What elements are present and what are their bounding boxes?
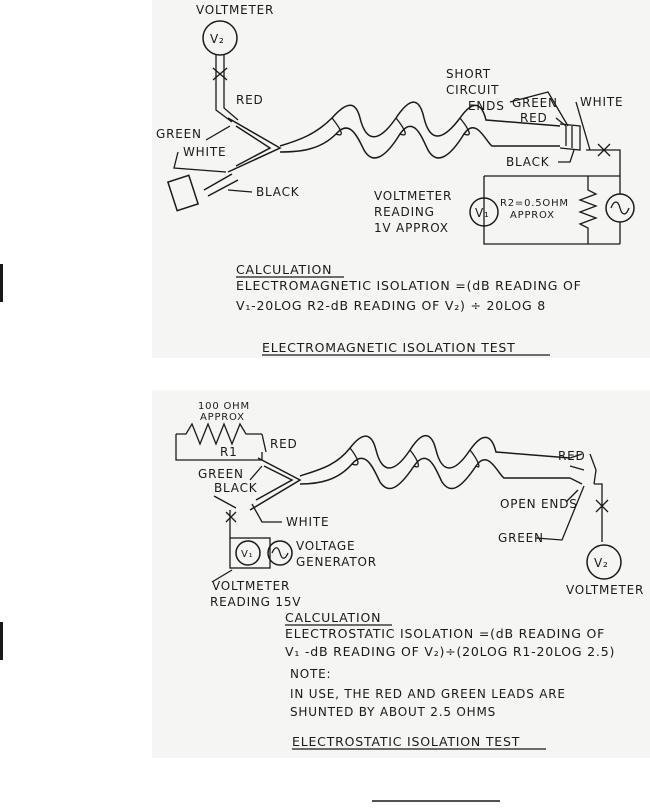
short-circuit-link [559, 123, 581, 151]
sine-wave-icon [610, 201, 630, 215]
resistor-100-label: 100 OHM [198, 401, 250, 412]
resistor-r1-icon [176, 422, 262, 446]
lead-twist-icon [212, 67, 228, 81]
white-end-label: WHITE [580, 95, 623, 109]
white-end-leader [575, 101, 591, 151]
calc-line-2a: ELECTROSTATIC ISOLATION =(dB READING OF [285, 626, 605, 641]
note-heading: NOTE: [290, 667, 331, 681]
resistor-r2-icon [578, 176, 598, 244]
v2-top-symbol: V₂ [210, 32, 225, 46]
calc-heading-1: CALCULATION [236, 262, 332, 277]
circuit-label: CIRCUIT [446, 83, 499, 97]
red-label-2: RED [270, 437, 298, 451]
voltmeter-label-2: VOLTMETER [566, 583, 644, 597]
v2-lead [594, 483, 609, 542]
resistor-approx-label: APPROX [200, 412, 245, 423]
twisted-cable-top [279, 101, 561, 147]
reading-leader [211, 569, 233, 583]
red-end-label-2: RED [558, 449, 586, 463]
calc-line-1a: ELECTROMAGNETIC ISOLATION =(dB READING O… [236, 278, 582, 293]
electrostatic-diagram: 100 OHM APPROX R1 RED GREEN BLACK WHITE … [152, 390, 650, 758]
margin-bar-2 [0, 622, 3, 660]
voltmeter-v2-top-icon [202, 20, 238, 56]
diagram1-title: ELECTROMAGNETIC ISOLATION TEST [262, 340, 516, 355]
voltmeter-reading-label: VOLTMETER [374, 189, 452, 203]
diagram2-panel [152, 390, 650, 758]
cable-splitter-2 [249, 457, 302, 511]
loop-lead-right [586, 149, 621, 176]
calc-heading-2: CALCULATION [285, 610, 381, 625]
reading-label: READING [374, 205, 435, 219]
short-leader [509, 91, 569, 127]
open-wire-ends [569, 453, 585, 485]
white-leader-2 [251, 503, 282, 523]
red-label: RED [236, 93, 264, 107]
black-label: BLACK [256, 185, 300, 199]
short-circuit-strands [565, 126, 573, 148]
twist-joins-2 [349, 447, 480, 468]
calc-line-2b: V₁ -dB READING OF V₂)÷(20LOG R1-20LOG 2.… [285, 644, 615, 659]
r1-to-red-lead [261, 433, 267, 453]
black-end-label: BLACK [506, 155, 550, 169]
cable-splitter [227, 117, 282, 173]
white-label: WHITE [183, 145, 226, 159]
voltmeter-lead-right [223, 55, 239, 121]
green-leader [205, 125, 231, 141]
white-label-2: WHITE [286, 515, 329, 529]
ends-label: ENDS [468, 99, 505, 113]
cable-splitter-inner [235, 125, 272, 167]
red-end-leader [555, 117, 567, 127]
black-end-leader [558, 149, 575, 163]
sine-wave-icon-2 [271, 547, 289, 559]
black-label-2: BLACK [214, 481, 258, 495]
voltmeter-v1-icon [469, 197, 499, 227]
reading-15v-label: READING 15V [210, 595, 301, 609]
r1-label: R1 [220, 445, 238, 459]
green-end-leader-2 [535, 485, 585, 541]
voltmeter-v2-icon [586, 544, 622, 580]
open-ends-label: OPEN ENDS [500, 497, 578, 511]
diagram1-panel [152, 0, 650, 358]
short-label: SHORT [446, 67, 491, 81]
generator-label: GENERATOR [296, 555, 377, 569]
v1-lead [225, 510, 237, 538]
black-lead [203, 173, 239, 197]
green-label: GREEN [156, 127, 202, 141]
r1-loop [175, 434, 263, 461]
v1-symbol-2: V₁ [241, 549, 253, 560]
voltmeter-v1-icon-2 [235, 540, 261, 566]
plug-icon [166, 174, 200, 212]
note-line-2: SHUNTED BY ABOUT 2.5 OHMS [290, 705, 496, 719]
cable-splitter-inner-2 [255, 465, 294, 501]
loop-twist-icon [597, 143, 611, 157]
black-leader [227, 189, 253, 193]
voltmeter-lead-left [215, 55, 233, 123]
voltmeter-reading-label-2: VOLTMETER [212, 579, 290, 593]
open-ends-leader [565, 489, 579, 503]
note-line-1: IN USE, THE RED AND GREEN LEADS ARE [290, 687, 566, 701]
v1-symbol: V₁ [475, 206, 490, 220]
white-leader [173, 151, 227, 173]
r2-approx-label: APPROX [510, 210, 555, 221]
reading-value: 1V APPROX [374, 221, 449, 235]
twist-joins [331, 117, 470, 136]
green-label-2: GREEN [198, 467, 244, 481]
voltage-label: VOLTAGE [296, 539, 355, 553]
v1-generator-loop [229, 537, 271, 569]
green-end-label-2: GREEN [498, 531, 544, 545]
green-black-leaders [213, 465, 263, 509]
v2-symbol: V₂ [594, 556, 609, 570]
calc-line-1b: V₁-20LOG R2-dB READING OF V₂) ÷ 20LOG 8 [236, 298, 546, 313]
electromagnetic-diagram: VOLTMETER V₂ RED GREEN WHITE BLACK SHORT… [152, 0, 650, 358]
green-end-label: GREEN [512, 96, 558, 110]
voltage-generator-icon [267, 540, 293, 566]
twisted-cable-top-2 [299, 435, 571, 477]
diagram2-title: ELECTROSTATIC ISOLATION TEST [292, 734, 520, 749]
margin-bar-1 [0, 264, 3, 302]
red-end-leader-2 [589, 453, 597, 485]
r2-label: R2=0.5OHM [500, 198, 569, 209]
voltmeter-top-label: VOLTMETER [196, 3, 274, 17]
red-end-label: RED [520, 111, 548, 125]
